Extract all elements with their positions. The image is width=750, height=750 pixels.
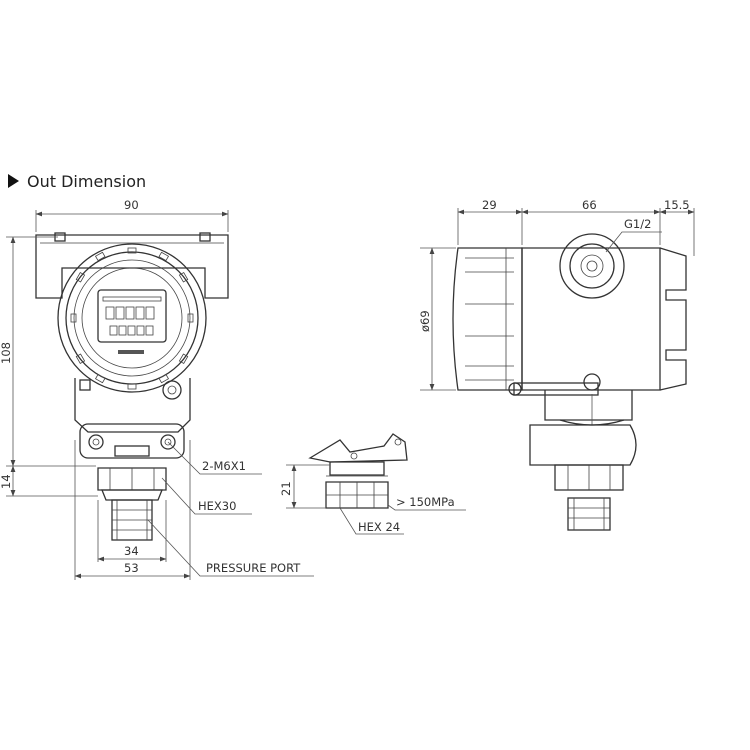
dim-side-15-5: 15.5 [664, 198, 690, 212]
label-mount-thread: 2-M6X1 [202, 459, 246, 473]
section-heading: Out Dimension [8, 170, 146, 192]
dim-bottom-left: 14 [0, 474, 13, 489]
section-title: Out Dimension [27, 171, 147, 191]
detail-view [308, 433, 408, 509]
dim-side-66: 66 [582, 198, 597, 212]
label-pressure-limit: > 150MPa [396, 495, 455, 509]
front-dimensions [6, 210, 314, 580]
label-thread-g12: G1/2 [624, 217, 651, 231]
side-view [452, 233, 687, 531]
dim-width-top: 90 [124, 198, 139, 212]
side-dimensions [420, 208, 695, 391]
triangle-right-icon [8, 174, 19, 188]
dim-diameter: ø69 [418, 310, 432, 332]
label-hex24: HEX 24 [358, 520, 400, 534]
label-hex30: HEX30 [198, 499, 236, 513]
front-view [35, 232, 229, 541]
dim-base-width: 53 [124, 561, 139, 575]
dim-height-left: 108 [0, 342, 13, 364]
cover-grip-notches [70, 247, 194, 390]
dim-side-29: 29 [482, 198, 497, 212]
lcd-display [97, 289, 167, 354]
dim-detail-height: 21 [279, 481, 293, 496]
label-pressure-port: PRESSURE PORT [206, 561, 301, 575]
detail-dimensions [286, 464, 466, 535]
dim-hex-width: 34 [124, 544, 139, 558]
